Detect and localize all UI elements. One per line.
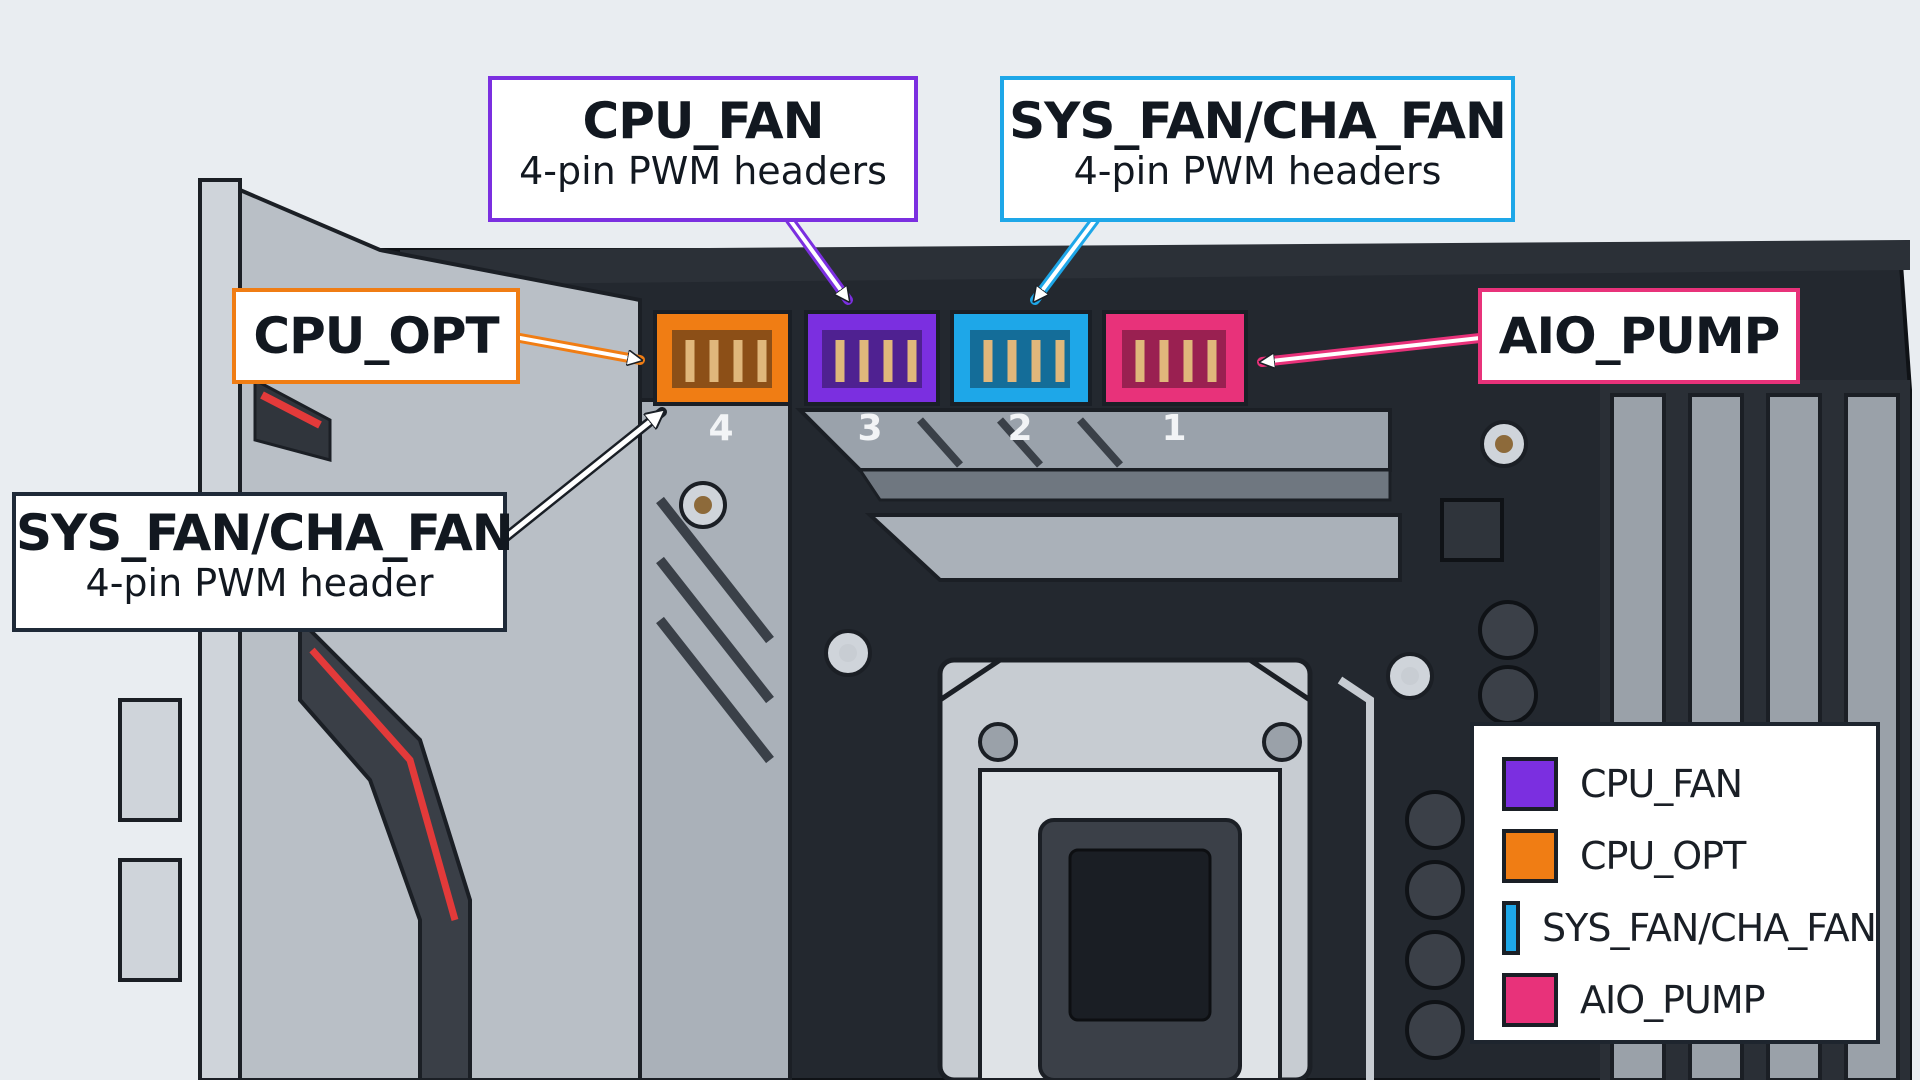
callout-arrows (485, 215, 1485, 555)
callout-cpu-fan-subtitle: 4-pin PWM headers (519, 149, 887, 193)
callout-sys-fan-left-title: SYS_FAN/CHA_FAN (16, 504, 514, 562)
callout-sys-fan-left-subtitle: 4-pin PWM header (85, 561, 434, 605)
legend-item-aio-pump: AIO_PUMP (1502, 964, 1876, 1036)
fan-header-2 (950, 310, 1092, 406)
callout-aio-pump: AIO_PUMP (1478, 288, 1800, 384)
legend-label: CPU_OPT (1580, 834, 1746, 878)
legend-item-cpu-fan: CPU_FAN (1502, 748, 1876, 820)
legend-label: AIO_PUMP (1580, 978, 1766, 1022)
legend: CPU_FAN CPU_OPT SYS_FAN/CHA_FAN AIO_PUMP (1470, 722, 1880, 1044)
fan-header-4 (653, 310, 792, 406)
callout-cpu-fan-title: CPU_FAN (582, 92, 825, 150)
fan-header-row (653, 310, 1248, 406)
callout-sys-fan-top-title: SYS_FAN/CHA_FAN (1009, 92, 1507, 150)
legend-item-sys-fan: SYS_FAN/CHA_FAN (1502, 892, 1877, 964)
callout-sys-fan-left: SYS_FAN/CHA_FAN 4-pin PWM header (12, 492, 514, 632)
legend-label: CPU_FAN (1580, 762, 1743, 806)
fan-header-1 (1102, 310, 1248, 406)
header-number-2: 2 (1007, 408, 1033, 449)
vrm-heatsink (638, 398, 1402, 1080)
header-number-1: 1 (1161, 408, 1187, 449)
io-shroud (118, 178, 642, 1080)
callout-sys-fan-top: SYS_FAN/CHA_FAN 4-pin PWM headers (1000, 76, 1515, 222)
legend-swatch (1502, 901, 1521, 955)
legend-swatch (1502, 757, 1558, 811)
callout-aio-pump-title: AIO_PUMP (1498, 306, 1780, 365)
header-number-4: 4 (708, 408, 734, 449)
legend-item-cpu-opt: CPU_OPT (1502, 820, 1876, 892)
legend-swatch (1502, 829, 1558, 883)
callout-cpu-opt: CPU_OPT (232, 288, 520, 384)
capacitors (1405, 600, 1538, 1060)
legend-label: SYS_FAN/CHA_FAN (1542, 906, 1877, 950)
header-number-3: 3 (857, 408, 883, 449)
controller-chip (1440, 498, 1504, 562)
callout-sys-fan-top-subtitle: 4-pin PWM headers (1073, 149, 1442, 193)
fan-header-3 (804, 310, 940, 406)
mounting-holes (679, 420, 1528, 700)
callout-cpu-opt-title: CPU_OPT (253, 306, 499, 365)
cpu-socket (937, 657, 1374, 1080)
legend-swatch (1502, 973, 1558, 1027)
callout-cpu-fan: CPU_FAN 4-pin PWM headers (488, 76, 918, 222)
